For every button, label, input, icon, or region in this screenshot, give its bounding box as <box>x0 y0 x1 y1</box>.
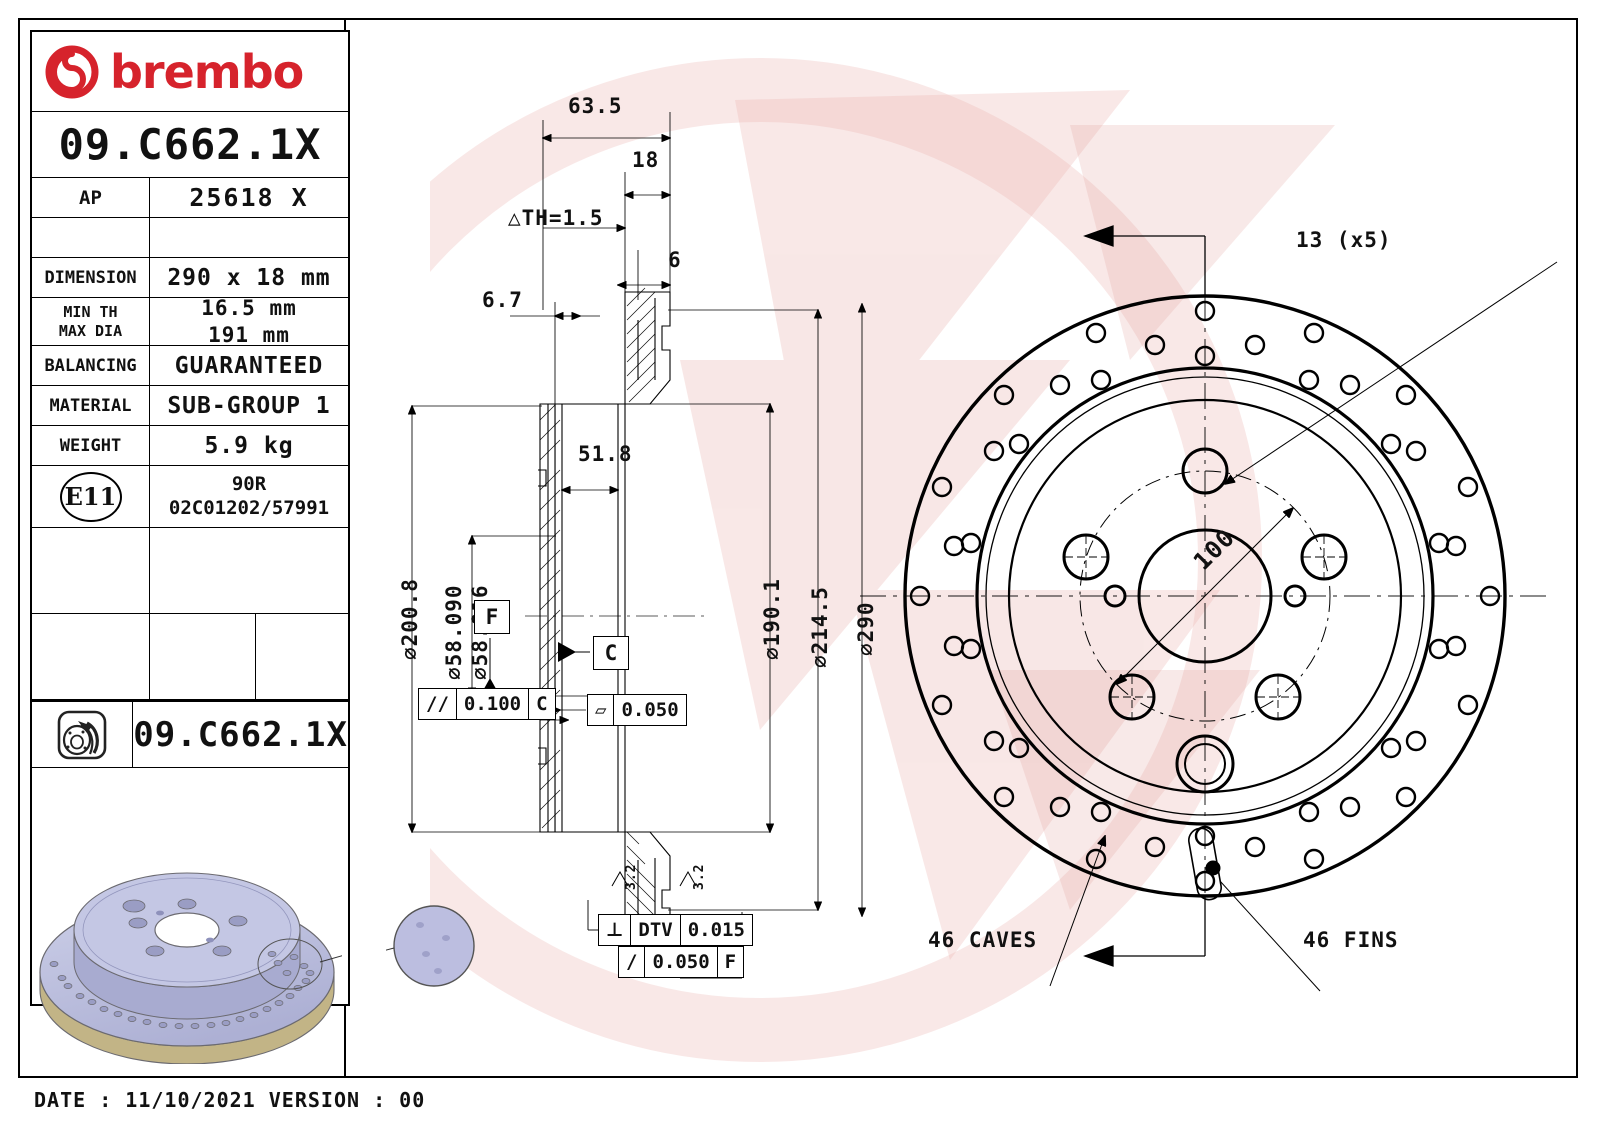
fcf-runout-symbol: / <box>619 947 646 977</box>
blank-row-2 <box>32 528 348 614</box>
fcf-dtv-label: DTV <box>631 915 681 945</box>
fins-label: 46 FINS <box>1303 928 1399 952</box>
part-icon-code: 09.C662.1X <box>133 714 348 755</box>
fcf-dtv: ⊥ DTV 0.015 <box>598 914 753 946</box>
material-label: MATERIAL <box>49 395 132 416</box>
fcf-flatness: ▱ 0.050 <box>587 694 687 726</box>
fcf-parallelism-tolerance: 0.100 <box>457 689 530 719</box>
fcf-dtv-tolerance: 0.015 <box>687 919 745 941</box>
drawing-area: 63.5 18 △TH=1.5 6 6.7 51.8 ⌀200.8 ⌀58.09… <box>350 20 1580 1076</box>
row-dimension: DIMENSION 290 x 18 mm <box>32 258 348 298</box>
row-part-icon: 09.C662.1X <box>32 700 348 768</box>
title-block: brembo 09.C662.1X AP 25618 X DIMENSION 2… <box>30 30 350 1006</box>
dim-mid-diameter: ⌀214.5 <box>808 586 832 668</box>
ap-label: AP <box>79 186 102 209</box>
fcf-dtv-symbol: ⊥ <box>599 915 632 945</box>
part-code-text: 09.C662.1X <box>58 120 322 169</box>
row-homologation: E11 90R 02C01202/57991 <box>32 466 348 528</box>
min-th-max-dia-value: 16.5 mm 191 mm <box>201 296 297 347</box>
part-code-row: 09.C662.1X <box>32 112 348 178</box>
row-min-th-max-dia: MIN TH MAX DIA 16.5 mm 191 mm <box>32 296 348 347</box>
drawing-frame <box>18 18 1578 1078</box>
datum-c-box: C <box>593 636 629 670</box>
fcf-parallelism: // 0.100 C <box>418 688 556 720</box>
dim-outer-hub: ⌀200.8 <box>398 578 422 660</box>
blank-row-1 <box>32 218 348 258</box>
footer-date: DATE : 11/10/2021 VERSION : 00 <box>34 1088 426 1112</box>
fcf-runout-tolerance: 0.050 <box>645 947 718 977</box>
dim-hat-depth: 51.8 <box>578 442 633 466</box>
dim-overall-width: 63.5 <box>568 94 623 118</box>
material-value: SUB-GROUP 1 <box>167 392 331 419</box>
blank-row-3 <box>32 614 348 700</box>
e11-badge: E11 <box>59 471 122 522</box>
datum-f-box: F <box>474 600 510 634</box>
roughness-right: 3.2 <box>692 863 707 890</box>
bolt-hole-callout: 13 (x5) <box>1296 228 1392 252</box>
dimension-label: DIMENSION <box>44 267 137 288</box>
fcf-parallelism-symbol: // <box>419 689 457 719</box>
dimension-value: 290 x 18 mm <box>167 264 331 291</box>
ap-value: 25618 X <box>189 183 309 212</box>
dim-outer-diameter: ⌀290 <box>854 601 878 656</box>
weight-label: WEIGHT <box>59 435 122 456</box>
balancing-value: GUARANTEED <box>174 352 324 379</box>
dim-inner-braking: ⌀190.1 <box>760 578 784 660</box>
fcf-flatness-symbol: ▱ <box>588 695 615 725</box>
dim-disc-thickness: 18 <box>632 148 660 172</box>
dim-offset: 6.7 <box>482 288 523 312</box>
brake-disc-icon <box>57 710 107 759</box>
balancing-label: BALANCING <box>44 355 137 376</box>
homologation-value: 90R 02C01202/57991 <box>168 472 330 519</box>
row-material: MATERIAL SUB-GROUP 1 <box>32 386 348 426</box>
row-weight: WEIGHT 5.9 kg <box>32 426 348 466</box>
dim-th-variation: △TH=1.5 <box>508 206 604 230</box>
fcf-flatness-tolerance: 0.050 <box>621 699 679 721</box>
fcf-runout: / 0.050 F <box>618 946 745 978</box>
dim-bore-upper: ⌀58.090 <box>442 584 466 680</box>
row-balancing: BALANCING GUARANTEED <box>32 346 348 386</box>
fcf-parallelism-datum: C <box>536 693 548 715</box>
min-th-max-dia-label: MIN TH MAX DIA <box>58 302 123 340</box>
caves-label: 46 CAVES <box>928 928 1038 952</box>
weight-value: 5.9 kg <box>204 432 294 459</box>
brand-logo-row: brembo <box>32 32 348 112</box>
brembo-logo-icon <box>45 45 99 98</box>
disc-3d-render <box>32 868 349 1065</box>
brand-logo-text: brembo <box>110 44 304 99</box>
roughness-left: 3.2 <box>624 863 639 890</box>
ap-row: AP 25618 X <box>32 178 348 218</box>
fcf-runout-datum: F <box>724 951 737 973</box>
dim-vent-gap: 6 <box>668 248 682 272</box>
